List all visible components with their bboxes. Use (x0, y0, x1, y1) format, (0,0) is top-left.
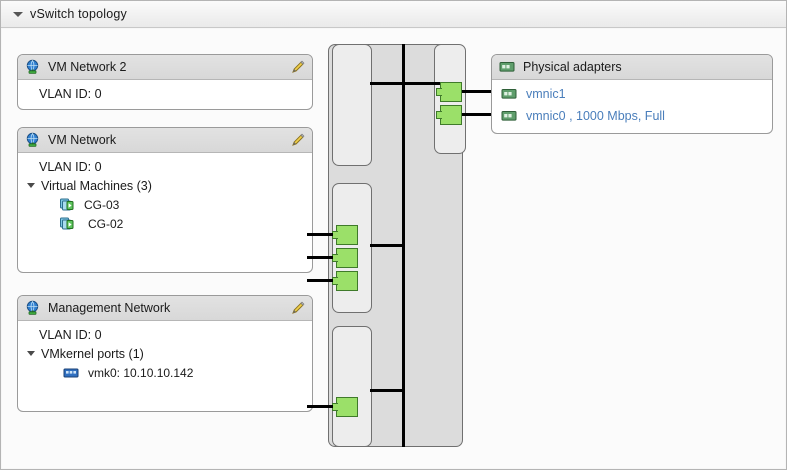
vlan-id-label: VLAN ID: 0 (39, 159, 102, 174)
list-item-label: vmk0: 10.10.10.142 (88, 365, 194, 380)
physical-adapters-box[interactable]: Physical adapters vmnic1 (491, 54, 773, 134)
network-box-header: Management Network (18, 296, 312, 321)
group-label: VMkernel ports (1) (41, 346, 144, 361)
group-row-virtual-machines[interactable]: Virtual Machines (3) (26, 176, 304, 195)
port-line-vm-1 (307, 233, 333, 236)
port-line-mgmt-1 (307, 405, 333, 408)
vlan-id-row: VLAN ID: 0 (26, 157, 304, 176)
physical-nic-icon (501, 110, 517, 122)
pencil-icon[interactable] (290, 300, 306, 316)
pencil-icon[interactable] (290, 132, 306, 148)
network-box-vm-network-2[interactable]: VM Network 2 VLAN ID: 0 (17, 54, 313, 110)
list-item[interactable]: CG-02 (26, 214, 304, 233)
network-name: Management Network (48, 301, 171, 315)
trunk-line-lower (370, 389, 404, 392)
network-box-header: VM Network 2 (18, 55, 312, 80)
port-line-vm-3 (307, 279, 333, 282)
list-item[interactable]: vmnic1 (492, 83, 772, 105)
vlan-id-row: VLAN ID: 0 (26, 84, 304, 103)
green-port-icon[interactable] (436, 105, 462, 125)
panel-header: vSwitch topology (1, 1, 786, 28)
list-item-label: CG-03 (84, 197, 120, 212)
green-port-icon[interactable] (332, 271, 358, 291)
physical-adapters-header: Physical adapters (492, 55, 772, 80)
network-name: VM Network (48, 133, 117, 147)
vmkernel-adapter-icon (63, 366, 79, 380)
vlan-id-label: VLAN ID: 0 (39, 327, 102, 342)
network-box-body: VLAN ID: 0 (18, 80, 312, 109)
physical-adapters-title: Physical adapters (523, 60, 622, 74)
network-globe-icon (25, 300, 41, 316)
green-port-icon[interactable] (332, 397, 358, 417)
caret-down-icon[interactable] (27, 183, 35, 188)
network-box-body: VLAN ID: 0 Virtual Machines (3) (18, 153, 312, 239)
caret-down-icon[interactable] (13, 11, 23, 17)
physical-adapter-link[interactable]: vmnic1 (526, 87, 566, 101)
list-item[interactable]: vmnic0 , 1000 Mbps, Full (492, 105, 772, 127)
network-box-body: VLAN ID: 0 VMkernel ports (1) (18, 321, 312, 388)
group-label: Virtual Machines (3) (41, 178, 152, 193)
virtual-machine-icon (59, 197, 75, 213)
page-title: vSwitch topology (30, 7, 127, 21)
network-box-header: VM Network (18, 128, 312, 153)
trunk-line-uplink (402, 82, 446, 85)
port-line-vm-2 (307, 256, 333, 259)
vswitch-port-group-lower-left (332, 326, 372, 447)
physical-adapter-link[interactable]: vmnic0 , 1000 Mbps, Full (526, 109, 665, 123)
group-row-vmkernel-ports[interactable]: VMkernel ports (1) (26, 344, 304, 363)
trunk-line-middle (370, 244, 404, 247)
list-item[interactable]: CG-03 (26, 195, 304, 214)
virtual-machine-icon (59, 216, 75, 232)
green-port-icon[interactable] (332, 248, 358, 268)
green-port-icon[interactable] (332, 225, 358, 245)
vlan-id-row: VLAN ID: 0 (26, 325, 304, 344)
caret-down-icon[interactable] (27, 351, 35, 356)
network-globe-icon (25, 59, 41, 75)
physical-nic-icon (499, 61, 515, 73)
green-port-icon[interactable] (436, 82, 462, 102)
network-box-vm-network[interactable]: VM Network VLAN ID: 0 (17, 127, 313, 273)
vlan-id-label: VLAN ID: 0 (39, 86, 102, 101)
list-item-label: CG-02 (88, 216, 124, 231)
physical-nic-icon (501, 88, 517, 100)
network-globe-icon (25, 132, 41, 148)
uplink-line-vmnic1 (462, 90, 492, 93)
network-name: VM Network 2 (48, 60, 127, 74)
vswitch-port-group-upper-left (332, 44, 372, 166)
physical-adapters-body: vmnic1 vmnic0 , 1000 Mbps, Full (492, 80, 772, 127)
network-box-management-network[interactable]: Management Network VLAN ID: 0 (17, 295, 313, 412)
topology-canvas: VM Network 2 VLAN ID: 0 (2, 29, 785, 468)
trunk-line-upper (370, 82, 404, 85)
uplink-line-vmnic0 (462, 113, 492, 116)
list-item[interactable]: vmk0: 10.10.10.142 (26, 363, 304, 382)
pencil-icon[interactable] (290, 59, 306, 75)
